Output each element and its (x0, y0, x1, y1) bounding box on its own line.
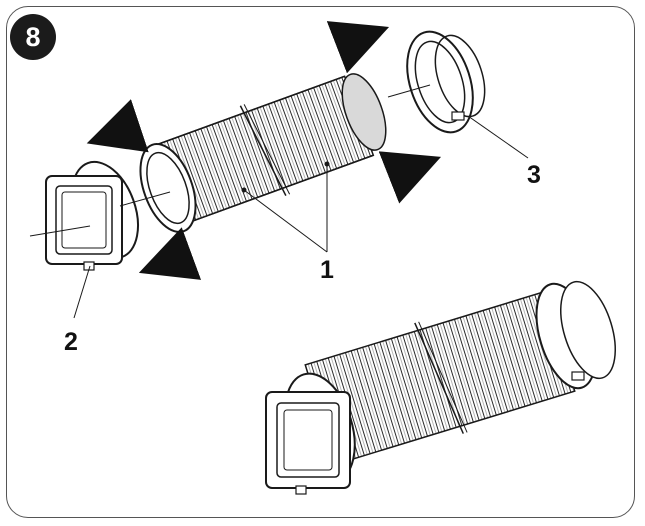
unit-adapter-ring (387, 30, 486, 134)
arrow-adapter-left (86, 99, 149, 153)
step-badge: 8 (10, 14, 56, 60)
leader-lines (73, 115, 529, 319)
arrow-hose-right-lower (378, 151, 442, 204)
window-adapter (29, 160, 171, 271)
step-number: 8 (25, 21, 41, 52)
arrow-hose-right (326, 21, 390, 74)
callout-1: 1 (320, 256, 334, 284)
arrow-adapter-left-lower (138, 227, 202, 280)
upper-hose (139, 73, 387, 233)
direction-arrows (86, 21, 442, 280)
callout-3: 3 (527, 161, 541, 189)
callout-2: 2 (64, 328, 78, 356)
figure-frame (6, 6, 635, 518)
assembled-hose (265, 280, 616, 495)
